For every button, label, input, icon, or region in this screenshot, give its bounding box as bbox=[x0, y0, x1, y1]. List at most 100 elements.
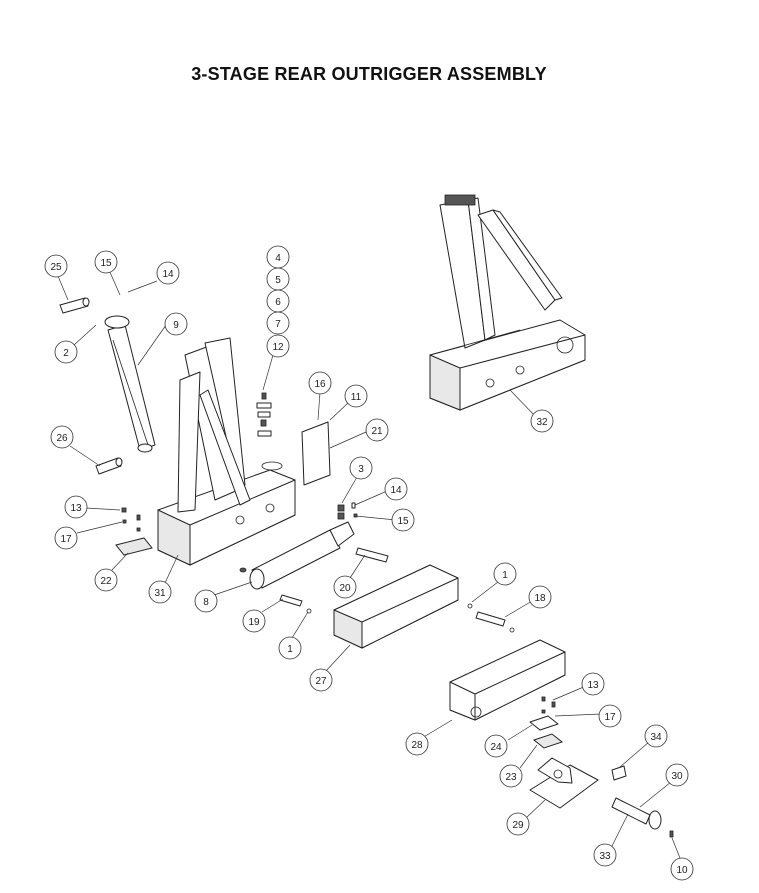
callout-15b[interactable]: 15 bbox=[391, 508, 415, 532]
svg-text:25: 25 bbox=[50, 262, 62, 273]
callout-8[interactable]: 8 bbox=[194, 589, 218, 613]
pin-19 bbox=[279, 594, 312, 614]
svg-text:5: 5 bbox=[275, 275, 281, 286]
pin-26 bbox=[95, 457, 123, 475]
svg-text:6: 6 bbox=[275, 297, 281, 308]
svg-text:27: 27 bbox=[315, 676, 327, 687]
callout-31[interactable]: 31 bbox=[148, 580, 172, 604]
hardware-stack bbox=[256, 392, 272, 437]
svg-text:4: 4 bbox=[275, 253, 281, 264]
svg-text:3: 3 bbox=[358, 464, 364, 475]
svg-text:28: 28 bbox=[411, 740, 423, 751]
callout-28[interactable]: 28 bbox=[405, 732, 429, 756]
cylinder-9 bbox=[104, 315, 156, 453]
callout-5[interactable]: 5 bbox=[266, 267, 290, 291]
svg-text:32: 32 bbox=[536, 417, 548, 428]
svg-text:33: 33 bbox=[599, 851, 611, 862]
callout-22[interactable]: 22 bbox=[94, 568, 118, 592]
pin-20 bbox=[355, 547, 389, 563]
svg-text:22: 22 bbox=[100, 576, 112, 587]
svg-text:31: 31 bbox=[154, 588, 166, 599]
svg-text:20: 20 bbox=[339, 583, 351, 594]
callout-2[interactable]: 2 bbox=[54, 340, 78, 364]
leader-lines bbox=[57, 269, 681, 859]
callout-11[interactable]: 11 bbox=[344, 384, 368, 408]
svg-text:13: 13 bbox=[587, 680, 599, 691]
svg-text:12: 12 bbox=[272, 342, 284, 353]
svg-text:7: 7 bbox=[275, 319, 281, 330]
svg-text:21: 21 bbox=[371, 426, 383, 437]
svg-text:15: 15 bbox=[397, 516, 409, 527]
callout-7[interactable]: 7 bbox=[266, 311, 290, 335]
callout-27[interactable]: 27 bbox=[309, 668, 333, 692]
callout-19[interactable]: 19 bbox=[242, 609, 266, 633]
callout-13b[interactable]: 13 bbox=[581, 672, 605, 696]
callout-6[interactable]: 6 bbox=[266, 289, 290, 313]
callout-14b[interactable]: 14 bbox=[384, 477, 408, 501]
plates-23-24 bbox=[529, 696, 564, 749]
svg-text:10: 10 bbox=[676, 865, 688, 876]
plate-22 bbox=[115, 537, 153, 556]
base-assembly-31 bbox=[157, 337, 296, 566]
callout-26[interactable]: 26 bbox=[50, 425, 74, 449]
callout-32[interactable]: 32 bbox=[530, 409, 554, 433]
callout-3[interactable]: 3 bbox=[349, 456, 373, 480]
pin-18 bbox=[467, 603, 515, 633]
callout-15[interactable]: 15 bbox=[94, 250, 118, 274]
bolts-13-17-left bbox=[121, 507, 141, 532]
callout-20[interactable]: 20 bbox=[333, 575, 357, 599]
svg-text:1: 1 bbox=[502, 570, 508, 581]
svg-text:30: 30 bbox=[671, 771, 683, 782]
callout-12[interactable]: 12 bbox=[266, 334, 290, 358]
svg-text:14: 14 bbox=[162, 269, 174, 280]
callout-9[interactable]: 9 bbox=[164, 312, 188, 336]
svg-text:26: 26 bbox=[56, 433, 68, 444]
pin-33 bbox=[611, 797, 662, 830]
svg-text:17: 17 bbox=[60, 534, 72, 545]
assembled-outrigger bbox=[429, 194, 586, 411]
svg-text:18: 18 bbox=[534, 593, 546, 604]
svg-text:29: 29 bbox=[512, 820, 524, 831]
callout-18[interactable]: 18 bbox=[528, 585, 552, 609]
svg-text:11: 11 bbox=[351, 392, 362, 403]
callout-14[interactable]: 14 bbox=[156, 261, 180, 285]
hardware-3-14-15 bbox=[337, 502, 358, 520]
callout-16[interactable]: 16 bbox=[308, 371, 332, 395]
callout-29[interactable]: 29 bbox=[506, 812, 530, 836]
callout-34[interactable]: 34 bbox=[644, 724, 668, 748]
svg-text:1: 1 bbox=[287, 644, 293, 655]
svg-text:8: 8 bbox=[203, 597, 209, 608]
callout-1b[interactable]: 1 bbox=[493, 562, 517, 586]
clip-34 bbox=[611, 765, 627, 781]
callout-17[interactable]: 17 bbox=[54, 526, 78, 550]
foot-pad-29 bbox=[529, 757, 599, 809]
pin-25 bbox=[59, 297, 90, 314]
callout-17b[interactable]: 17 bbox=[598, 704, 622, 728]
callout-33[interactable]: 33 bbox=[593, 843, 617, 867]
callout-4[interactable]: 4 bbox=[266, 245, 290, 269]
page-title: 3-STAGE REAR OUTRIGGER ASSEMBLY bbox=[191, 64, 547, 84]
svg-text:13: 13 bbox=[70, 503, 82, 514]
svg-text:14: 14 bbox=[390, 485, 402, 496]
bolt-10 bbox=[669, 830, 674, 838]
svg-text:24: 24 bbox=[490, 742, 502, 753]
callout-1[interactable]: 1 bbox=[278, 636, 302, 660]
callout-21[interactable]: 21 bbox=[365, 418, 389, 442]
callout-25[interactable]: 25 bbox=[44, 254, 68, 278]
svg-text:19: 19 bbox=[248, 617, 260, 628]
boom-27 bbox=[333, 564, 459, 649]
svg-text:9: 9 bbox=[173, 320, 179, 331]
svg-text:16: 16 bbox=[314, 379, 326, 390]
boom-28 bbox=[449, 639, 566, 721]
svg-text:23: 23 bbox=[505, 772, 517, 783]
callout-13[interactable]: 13 bbox=[64, 495, 88, 519]
callout-24[interactable]: 24 bbox=[484, 734, 508, 758]
plate-21 bbox=[301, 421, 331, 486]
svg-text:15: 15 bbox=[100, 258, 112, 269]
cylinder-8 bbox=[239, 521, 355, 590]
svg-text:34: 34 bbox=[650, 732, 662, 743]
callout-23[interactable]: 23 bbox=[499, 764, 523, 788]
callout-30[interactable]: 30 bbox=[665, 763, 689, 787]
callout-10[interactable]: 10 bbox=[670, 857, 694, 881]
svg-text:2: 2 bbox=[63, 348, 69, 359]
